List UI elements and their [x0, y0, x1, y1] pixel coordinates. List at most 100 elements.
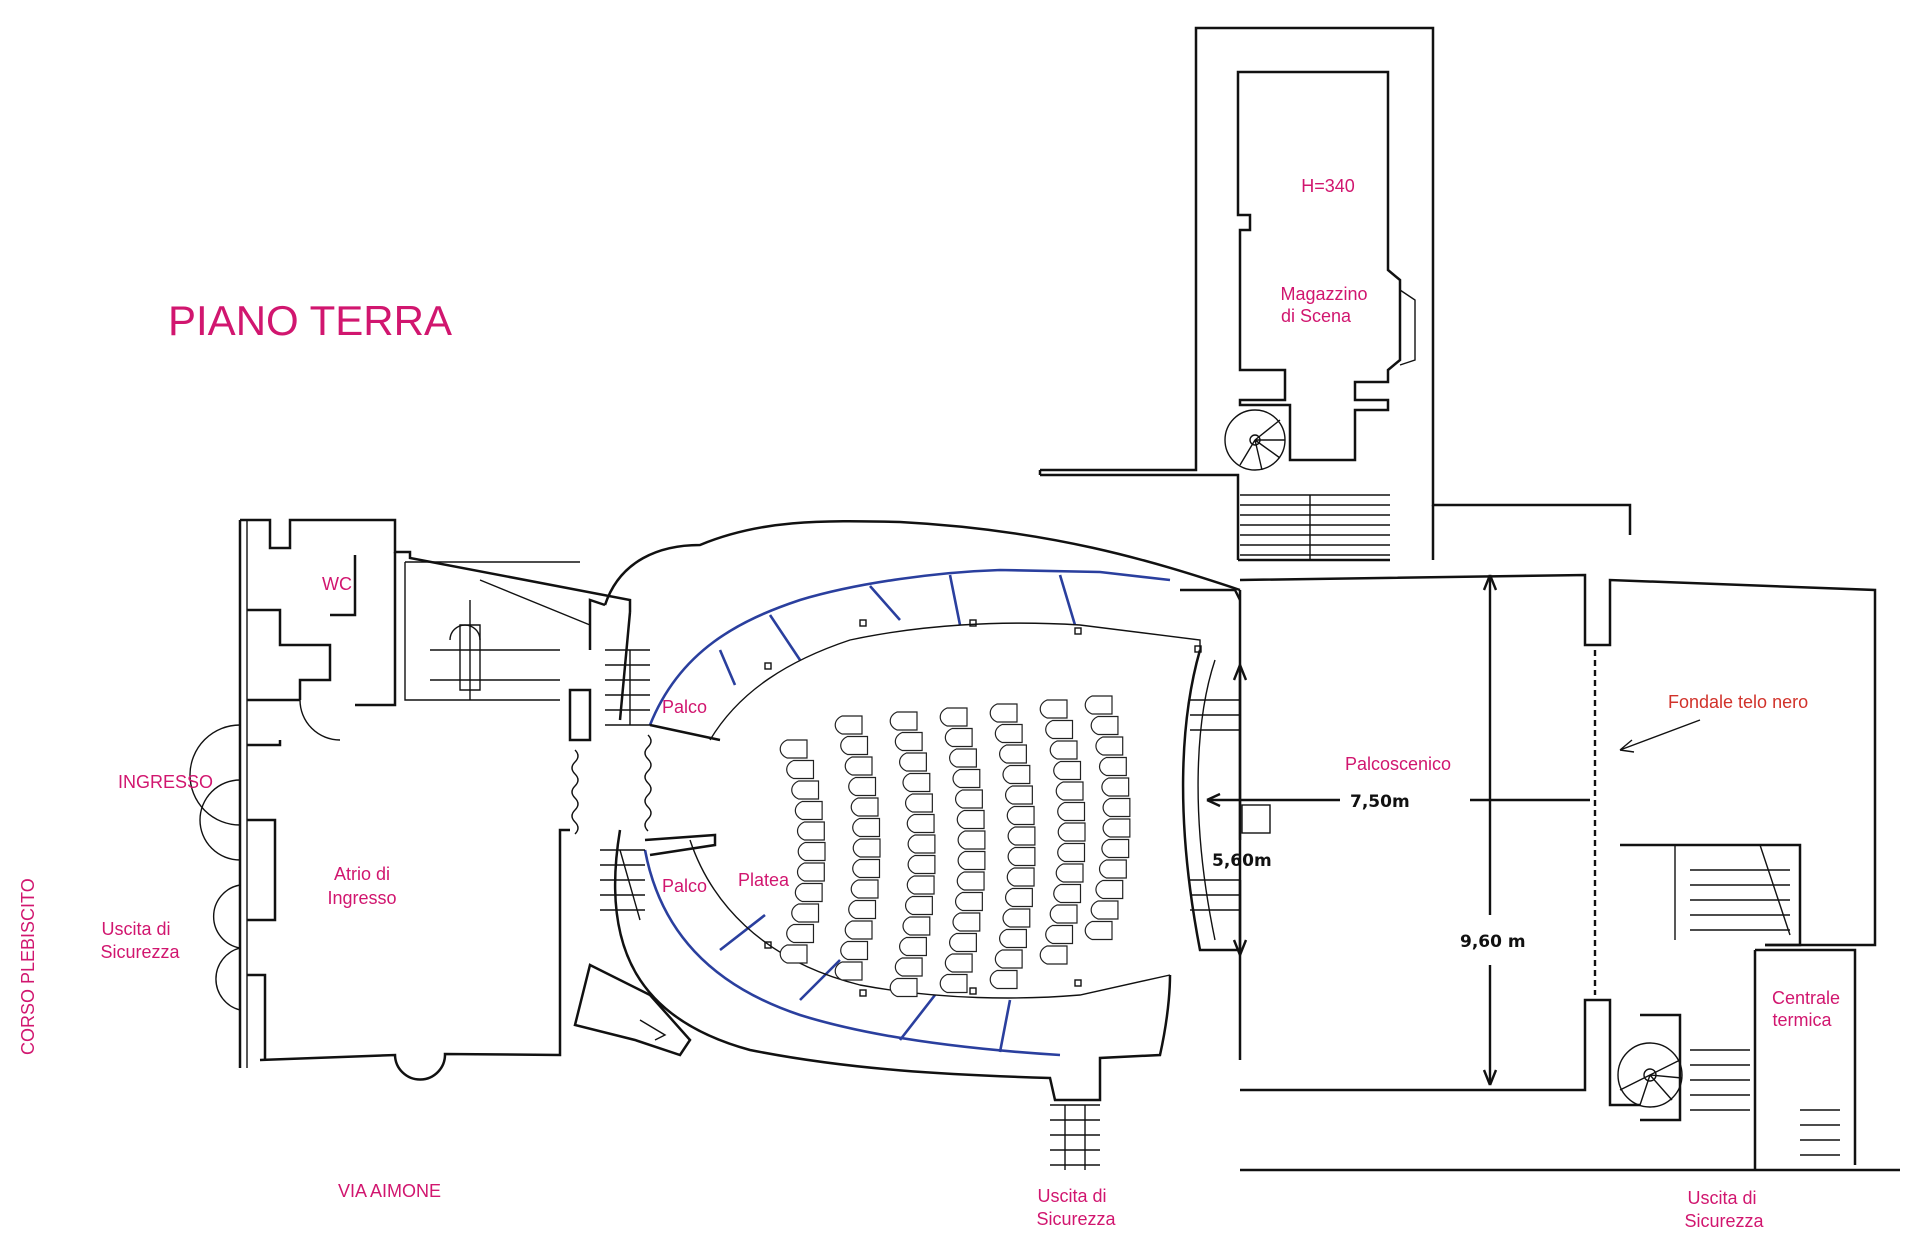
- label-corso: CORSO PLEBISCITO: [18, 878, 38, 1055]
- seat: [794, 800, 823, 821]
- seat: [1004, 887, 1033, 908]
- platea-seats: [779, 695, 1131, 998]
- seat: [944, 953, 973, 973]
- label-h340: H=340: [1301, 176, 1355, 196]
- seat: [796, 821, 825, 841]
- seat: [1004, 785, 1033, 805]
- label-magazzino-2: di Scena: [1281, 306, 1352, 326]
- seat: [1007, 846, 1036, 867]
- label-wc: WC: [322, 574, 352, 594]
- seat: [906, 813, 935, 834]
- seat: [844, 756, 873, 776]
- seat: [1102, 797, 1131, 818]
- seat: [989, 703, 1018, 723]
- seat: [834, 715, 863, 735]
- seat: [848, 776, 877, 797]
- seat: [1006, 867, 1035, 887]
- seat: [899, 936, 927, 957]
- seat: [1102, 818, 1131, 838]
- seat: [1053, 883, 1082, 904]
- seat: [1007, 826, 1036, 846]
- seat: [1049, 740, 1078, 760]
- seat: [1084, 920, 1113, 941]
- seat: [1057, 822, 1086, 842]
- seat: [889, 977, 918, 998]
- seat: [1049, 904, 1078, 924]
- label-uscita-mid-2: Sicurezza: [1036, 1209, 1116, 1229]
- dim-depth-stage: 9,60 m: [1460, 932, 1526, 952]
- seat: [952, 912, 981, 932]
- seat: [852, 858, 881, 879]
- dim-width-stage: 7,50m: [1350, 792, 1410, 812]
- label-magazzino-1: Magazzino: [1280, 284, 1367, 304]
- label-platea: Platea: [738, 870, 790, 890]
- seat: [889, 711, 918, 731]
- seat: [956, 809, 985, 830]
- auditorium-shell: [571, 519, 1242, 1170]
- seat: [1057, 842, 1086, 863]
- seat: [904, 793, 933, 813]
- seat: [999, 744, 1027, 764]
- seat: [954, 789, 983, 809]
- label-ingresso: INGRESSO: [118, 772, 213, 792]
- seat: [852, 817, 881, 838]
- seat: [797, 841, 826, 862]
- seat: [1053, 760, 1082, 781]
- seat: [1002, 764, 1031, 785]
- seat: [1098, 756, 1127, 777]
- seat: [954, 891, 983, 912]
- seat: [779, 944, 808, 964]
- seat: [796, 862, 825, 882]
- seat: [779, 739, 808, 759]
- seat: [1055, 781, 1084, 801]
- seat: [949, 748, 977, 768]
- seat: [840, 940, 869, 961]
- dim-proscenium: 5,60m: [1212, 851, 1272, 871]
- seat: [907, 854, 936, 875]
- label-atrio-2: Ingresso: [327, 888, 396, 908]
- label-via: VIA AIMONE: [338, 1181, 441, 1201]
- seat: [850, 797, 879, 817]
- magazzino-tower: [1038, 26, 1632, 562]
- seat: [894, 731, 923, 752]
- seat: [904, 895, 933, 916]
- seat: [952, 768, 981, 789]
- seat: [786, 923, 815, 944]
- seat: [957, 830, 986, 850]
- seat: [906, 875, 935, 895]
- seat: [894, 957, 923, 977]
- seat: [786, 759, 815, 780]
- label-centrale-1: Centrale: [1772, 988, 1840, 1008]
- seat: [1045, 719, 1074, 740]
- seat: [989, 969, 1018, 990]
- seat: [1002, 908, 1031, 928]
- seat: [939, 707, 968, 727]
- label-uscita-left-1: Uscita di: [101, 919, 170, 939]
- label-atrio-1: Atrio di: [334, 864, 390, 884]
- seat: [791, 903, 820, 923]
- seat: [1039, 699, 1068, 719]
- seat: [907, 834, 936, 854]
- seat: [994, 949, 1023, 969]
- seat: [1098, 859, 1127, 879]
- seat: [1039, 945, 1068, 965]
- seat: [1084, 695, 1113, 715]
- stage-area: [1239, 573, 1900, 1172]
- dimension-lines: [1206, 574, 1590, 1086]
- label-palco-top: Palco: [662, 697, 707, 717]
- seat: [957, 850, 986, 871]
- label-uscita-left-2: Sicurezza: [100, 942, 180, 962]
- seat: [1101, 838, 1130, 859]
- seat: [1095, 736, 1124, 756]
- seat: [850, 879, 879, 899]
- label-centrale-2: termica: [1772, 1010, 1832, 1030]
- seat: [794, 882, 823, 903]
- seat: [1045, 924, 1074, 945]
- seat: [944, 727, 973, 748]
- label-uscita-right-1: Uscita di: [1687, 1188, 1756, 1208]
- seat: [1006, 805, 1035, 826]
- seat: [791, 780, 820, 800]
- label-palco-bottom: Palco: [662, 876, 707, 896]
- seat: [1101, 777, 1130, 797]
